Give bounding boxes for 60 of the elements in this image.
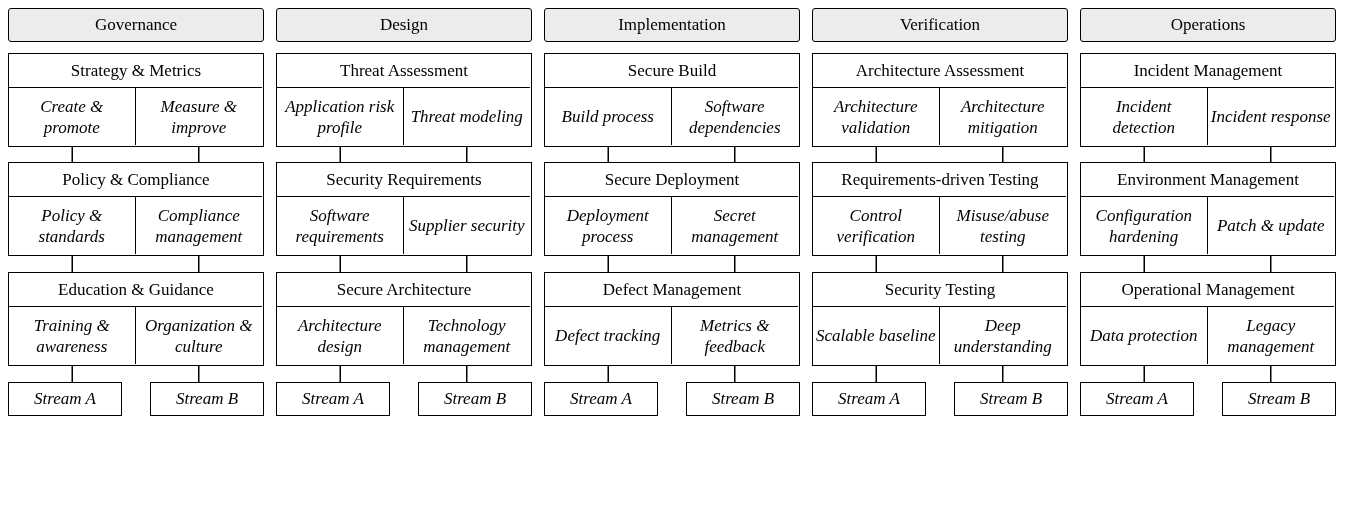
stream-cell: Training & awareness [9, 306, 136, 364]
stream-cell: Build process [545, 87, 672, 145]
stream-cell: Application risk profile [277, 87, 404, 145]
practice-title: Operational Management [1120, 280, 1296, 300]
stream-box: Stream B [418, 382, 532, 416]
stream-box: Stream A [1080, 382, 1194, 416]
practice-title: Threat Assessment [339, 61, 469, 81]
practice-box [276, 53, 532, 147]
practice-title: Requirements-driven Testing [840, 170, 1040, 190]
practice-title: Incident Management [1132, 61, 1284, 81]
stream-box: Stream B [150, 382, 264, 416]
stream-cell: Deployment process [545, 196, 672, 254]
practice-box [544, 162, 800, 256]
stream-box: Stream B [1222, 382, 1336, 416]
practice-title: Secure Build [626, 61, 718, 81]
stream-box: Stream A [544, 382, 658, 416]
stream-box: Stream A [812, 382, 926, 416]
stream-box: Stream B [954, 382, 1068, 416]
business-function-header: Design [276, 8, 532, 42]
stream-cell: Policy & standards [9, 196, 136, 254]
business-function-header: Implementation [544, 8, 800, 42]
practice-box [812, 162, 1068, 256]
stream-cell: Defect tracking [545, 306, 672, 364]
practice-title: Security Testing [883, 280, 997, 300]
stream-cell: Software requirements [277, 196, 404, 254]
practice-title: Strategy & Metrics [69, 61, 203, 81]
practice-title: Architecture Assessment [854, 61, 1026, 81]
practice-box [8, 162, 264, 256]
practice-box [812, 272, 1068, 366]
practice-title: Secure Architecture [335, 280, 473, 300]
business-function-header: Operations [1080, 8, 1336, 42]
business-function-header: Verification [812, 8, 1068, 42]
practice-box [1080, 272, 1336, 366]
practice-box [8, 272, 264, 366]
practice-box [276, 162, 532, 256]
practice-title: Environment Management [1116, 170, 1300, 190]
practice-title: Policy & Compliance [61, 170, 211, 190]
practice-box [544, 272, 800, 366]
stream-box: Stream B [686, 382, 800, 416]
stream-cell: Architecture design [277, 306, 404, 364]
stream-cell: Architecture validation [813, 87, 940, 145]
practice-box [1080, 162, 1336, 256]
stream-box: Stream A [8, 382, 122, 416]
stream-cell: Create & promote [9, 87, 136, 145]
stream-cell: Configuration hardening [1081, 196, 1208, 254]
stream-cell: Data protection [1081, 306, 1208, 364]
practice-box [544, 53, 800, 147]
practice-box [1080, 53, 1336, 147]
practice-box [8, 53, 264, 147]
stream-cell: Control verification [813, 196, 940, 254]
practice-title: Defect Management [601, 280, 743, 300]
stream-cell: Incident detection [1081, 87, 1208, 145]
business-function-header: Governance [8, 8, 264, 42]
practice-box [812, 53, 1068, 147]
practice-title: Security Requirements [325, 170, 483, 190]
practice-title: Education & Guidance [57, 280, 215, 300]
stream-box: Stream A [276, 382, 390, 416]
practice-title: Secure Deployment [603, 170, 741, 190]
practice-box [276, 272, 532, 366]
stream-cell: Scalable baseline [813, 306, 940, 364]
